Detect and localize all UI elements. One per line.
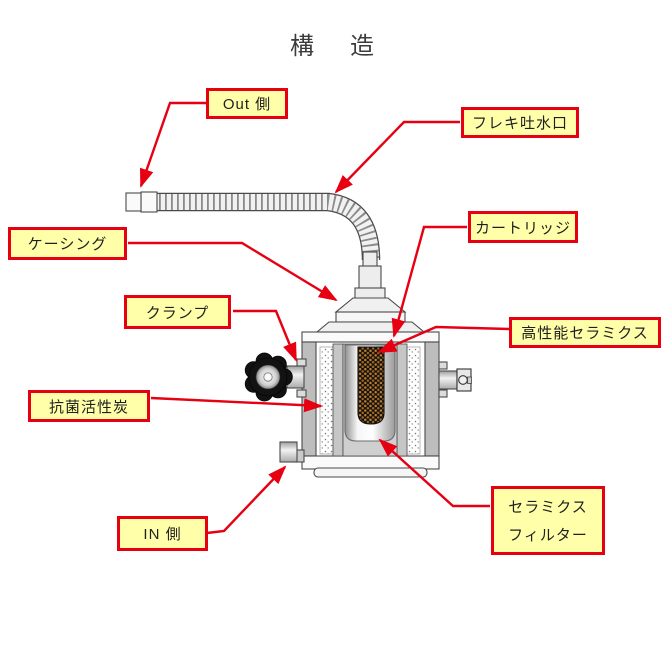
label-clamp-text: クランプ (145, 304, 210, 322)
arrow-activated-carbon (150, 396, 323, 413)
arrow-casing (128, 241, 338, 302)
label-clamp: クランプ (124, 295, 231, 329)
casing-body (301, 331, 440, 478)
arrow-ceramic-filter (378, 438, 490, 508)
label-activated-carbon: 抗菌活性炭 (28, 390, 150, 422)
clamp-knob (244, 352, 307, 402)
label-ceramic-filter-line1: セラミクス (508, 499, 588, 516)
label-in-side-text: IN 側 (143, 526, 182, 543)
label-out-side-text: Out 側 (222, 96, 272, 113)
label-ceramic-filter-line2: フィルター (508, 527, 588, 544)
arrow-in-side (206, 465, 287, 535)
activated-carbon-layer (319, 346, 421, 455)
right-fitting (438, 361, 472, 398)
label-ceramic-filter: セラミクス フィルター (491, 486, 605, 555)
hose-connector-neck (354, 251, 386, 300)
arrow-clamp (233, 309, 298, 362)
arrow-out-side (139, 101, 206, 188)
label-cartridge-text: カートリッジ (474, 219, 571, 237)
casing-dome (315, 297, 426, 333)
flexible-hose (153, 192, 381, 261)
label-flexible-spout-text: フレキ吐水口 (471, 115, 568, 132)
in-fitting (279, 441, 305, 463)
out-spout-tip (125, 191, 158, 213)
label-casing: ケーシング (8, 227, 127, 260)
arrow-ceramics (377, 325, 510, 354)
label-cartridge: カートリッジ (468, 211, 578, 243)
label-activated-carbon-text: 抗菌活性炭 (48, 398, 129, 416)
arrow-flexible-spout (334, 120, 460, 194)
label-high-performance-ceramics: 高性能セラミクス (509, 317, 661, 348)
label-flexible-spout: フレキ吐水口 (461, 107, 579, 138)
page-title: 構 造 (290, 33, 380, 60)
label-in-side: IN 側 (117, 516, 208, 551)
label-out-side: Out 側 (206, 88, 288, 119)
label-casing-text: ケーシング (27, 236, 108, 253)
label-ceramics-text: 高性能セラミクス (521, 325, 649, 342)
ceramic-cartridge (357, 346, 385, 425)
arrow-cartridge (391, 225, 467, 338)
